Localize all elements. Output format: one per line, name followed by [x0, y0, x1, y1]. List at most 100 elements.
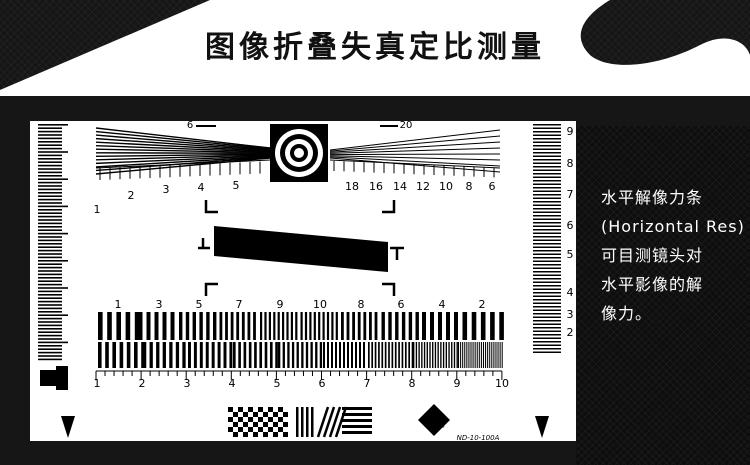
resolution-bar — [398, 342, 400, 368]
resolution-bar — [368, 342, 370, 368]
right-bar — [533, 155, 561, 157]
right-bar — [533, 239, 561, 241]
resolution-bar — [378, 342, 380, 368]
right-bar — [533, 190, 561, 192]
resolution-bar — [454, 312, 458, 340]
fan-line — [95, 154, 271, 161]
right-bar — [533, 218, 561, 220]
checker-cell — [283, 412, 288, 417]
left-bar — [38, 345, 62, 347]
right-bar — [533, 148, 561, 150]
corner-bracket — [382, 282, 396, 296]
fan-line — [95, 155, 271, 168]
right-bar — [533, 299, 561, 301]
resolution-bar — [440, 342, 442, 368]
right-bar — [533, 173, 561, 175]
resolution-bar — [384, 342, 387, 368]
right-bar — [533, 257, 561, 259]
left-bar — [38, 283, 62, 286]
fan-line — [329, 157, 501, 173]
checker-cell — [283, 432, 288, 437]
resolution-bar — [335, 312, 338, 340]
resolution-bar — [434, 342, 437, 368]
resolution-bar — [408, 312, 413, 340]
left-bar — [38, 256, 62, 259]
resolution-bar — [471, 312, 477, 340]
horizontal-bar — [342, 413, 372, 416]
resolution-bar — [156, 342, 160, 368]
corner-bracket — [204, 200, 218, 214]
left-bar — [38, 188, 62, 191]
right-bar — [533, 313, 561, 315]
checker-cell — [253, 422, 258, 427]
right-bar — [533, 316, 561, 318]
title-banner — [0, 0, 750, 96]
checker-cell — [238, 417, 243, 422]
bottom-scale-label: 2 — [139, 377, 146, 390]
checker-cell — [243, 432, 248, 437]
resolution-bar — [331, 312, 334, 340]
left-bar — [38, 219, 62, 221]
resolution-bar — [501, 342, 503, 368]
resolution-bar — [415, 342, 418, 368]
vertical-bar — [301, 407, 304, 437]
fan-line — [95, 148, 271, 154]
bar-group-label: 10 — [313, 298, 327, 311]
resolution-bar — [205, 342, 209, 368]
left-bar — [38, 127, 62, 129]
resolution-bar — [499, 342, 501, 368]
left-bar — [38, 158, 62, 160]
right-bar — [533, 229, 561, 231]
resolution-bar — [301, 342, 304, 368]
left-bar — [38, 185, 62, 187]
right-scale-label: 3 — [567, 308, 574, 321]
left-bar — [38, 130, 62, 133]
resolution-bar — [248, 342, 252, 368]
right-bar — [533, 145, 561, 147]
left-bar — [38, 304, 62, 306]
resolution-bar — [254, 342, 257, 368]
fan-scale-label: 8 — [466, 180, 473, 193]
checker-cell — [238, 427, 243, 432]
resolution-bar — [206, 312, 210, 340]
left-bar — [38, 246, 62, 248]
right-bar — [533, 152, 561, 154]
resolution-bar — [442, 342, 445, 368]
right-bar — [533, 285, 561, 287]
checker-cell — [273, 432, 278, 437]
resolution-bar — [437, 342, 439, 368]
fan-scale-label: 18 — [345, 180, 359, 193]
left-bar — [38, 311, 62, 313]
side-line-4: 水平影像的解 — [601, 275, 704, 294]
resolution-bar — [188, 342, 191, 368]
resolution-bar — [352, 312, 355, 340]
resolution-bar — [199, 342, 203, 368]
fan-line — [329, 129, 501, 151]
resolution-bar — [487, 342, 489, 368]
checker-cell — [268, 427, 273, 432]
left-bar — [38, 232, 68, 235]
left-bar — [38, 134, 62, 136]
fan-line — [329, 141, 501, 153]
checker-cell — [283, 422, 288, 427]
resolution-bar — [464, 342, 466, 368]
fan-line — [95, 134, 271, 151]
resolution-bar — [413, 342, 415, 368]
resolution-bar — [105, 342, 109, 368]
checker-cell — [253, 432, 258, 437]
left-bar — [38, 195, 62, 197]
bar-group-label: 5 — [196, 298, 203, 311]
left-bar — [38, 294, 62, 296]
left-bar — [38, 270, 62, 272]
left-bar — [38, 314, 68, 316]
resolution-bar — [453, 342, 456, 368]
right-bar — [533, 341, 561, 343]
right-bar — [533, 243, 561, 245]
right-bar — [533, 274, 561, 276]
resolution-bar — [217, 342, 221, 368]
fan-line — [95, 153, 271, 158]
resolution-bar — [391, 342, 394, 368]
resolution-bar — [429, 342, 431, 368]
checker-cell — [248, 407, 253, 412]
resolution-bar — [253, 312, 256, 340]
